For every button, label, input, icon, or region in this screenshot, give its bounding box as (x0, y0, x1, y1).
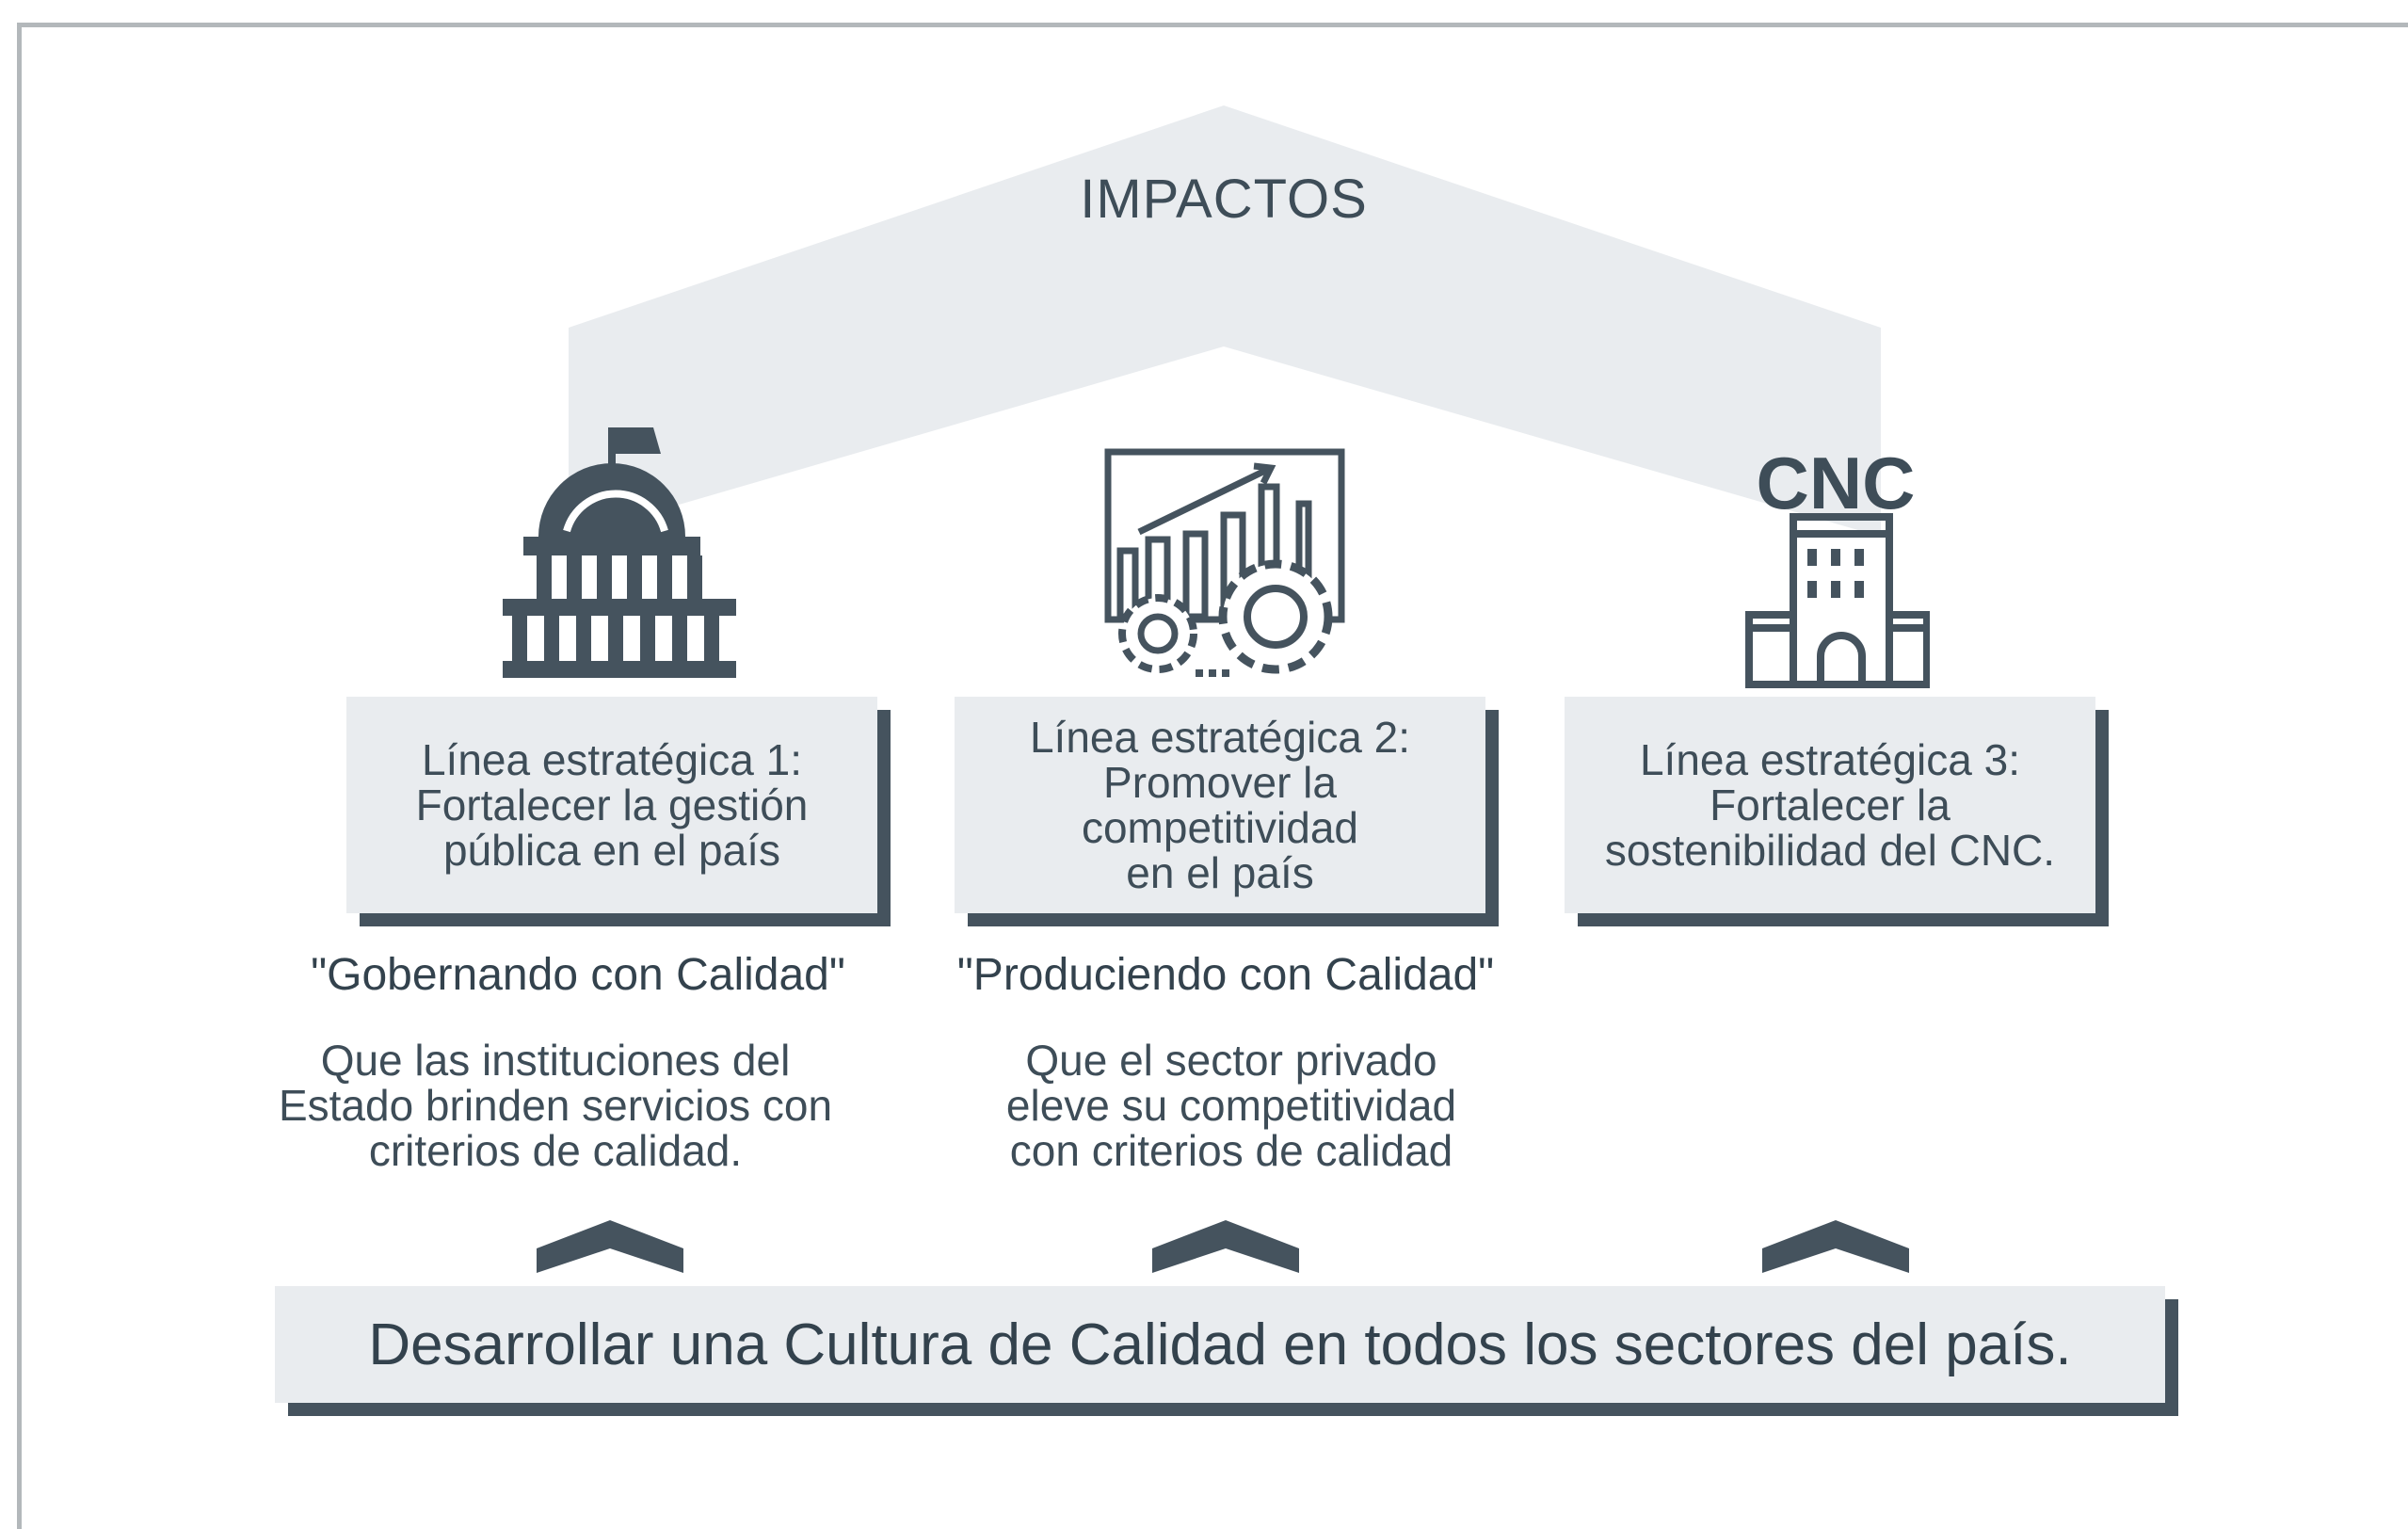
description-line-1: Que las instituciones del Estado brinden… (278, 1036, 833, 1175)
up-chevron-icon (537, 1220, 683, 1273)
capitol-building-icon (503, 427, 736, 678)
slogan-line-1: "Gobernando con Calidad" (311, 950, 845, 1000)
office-building-icon (1745, 513, 1930, 688)
strategic-line-2-label: Línea estratégica 2: Promover la competi… (1029, 713, 1411, 897)
strategic-line-3-label: Línea estratégica 3: Fortalecer la soste… (1604, 735, 2056, 875)
foundation-bar: Desarrollar una Cultura de Calidad en to… (275, 1286, 2165, 1403)
description-line-2: Que el sector privado eleve su competiti… (1005, 1036, 1457, 1175)
strategic-line-1-label: Línea estratégica 1: Fortalecer la gesti… (415, 735, 809, 875)
roof-title: IMPACTOS (1080, 169, 1368, 230)
cnc-label: CNC (1756, 442, 1916, 524)
up-chevron-icon (1152, 1220, 1299, 1273)
strategic-line-1-box: Línea estratégica 1: Fortalecer la gesti… (346, 697, 877, 913)
up-chevron-icon (1762, 1220, 1909, 1273)
diagram-frame (17, 23, 2408, 1529)
impacts-roof (569, 105, 1881, 537)
slogan-line-2: "Produciendo con Calidad" (956, 950, 1495, 1000)
strategic-line-2-box: Línea estratégica 2: Promover la competi… (955, 697, 1485, 913)
chart-gears-icon (1104, 448, 1345, 677)
foundation-text: Desarrollar una Cultura de Calidad en to… (368, 1312, 2072, 1377)
strategic-line-3-box: Línea estratégica 3: Fortalecer la soste… (1565, 697, 2095, 913)
